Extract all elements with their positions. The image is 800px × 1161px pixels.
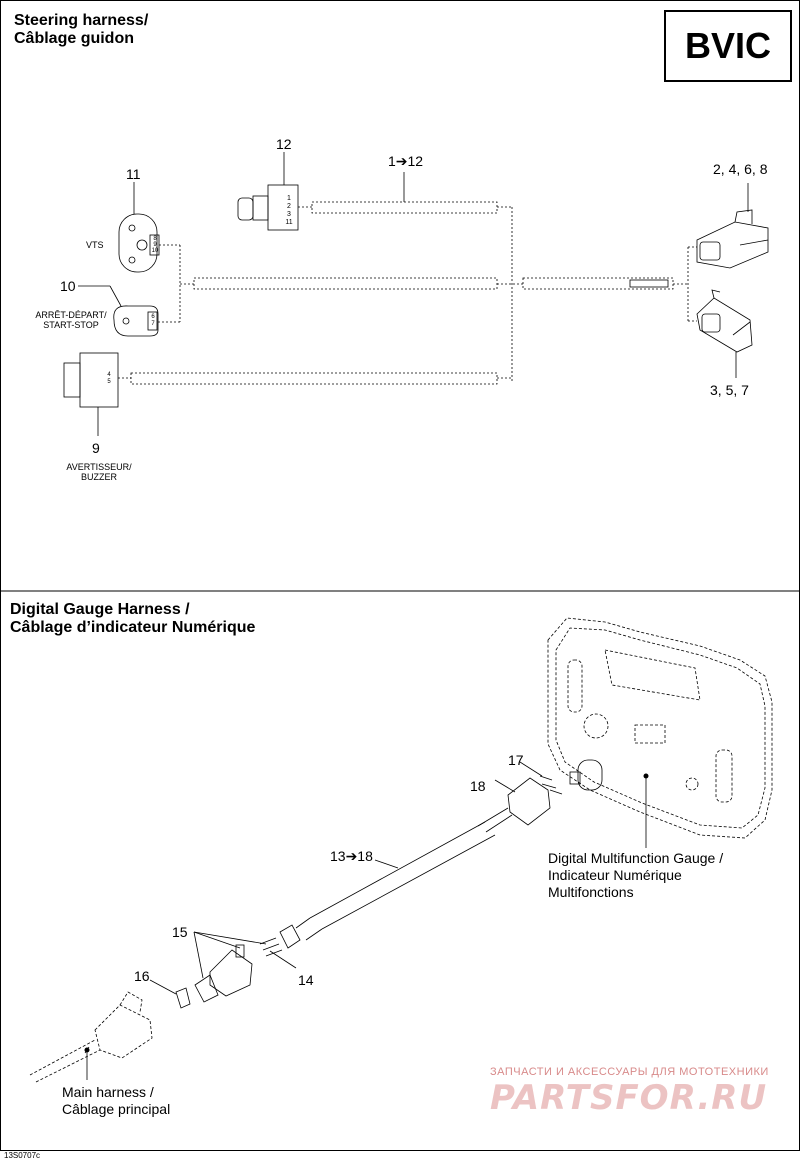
callout-14: 14	[298, 972, 314, 988]
gauge-label-line1: Digital Multifunction Gauge /	[548, 850, 724, 866]
pin-9-b: 5	[107, 379, 111, 385]
steering-title: Steering harness/ Câblage guidon	[14, 12, 148, 48]
connector-15	[193, 931, 267, 1003]
digital-title-line2: Câblage d’indicateur Numérique	[10, 619, 256, 636]
pins-12: 1 2 3 11	[284, 195, 294, 227]
start-stop-label-line2: START-STOP	[43, 320, 99, 330]
steering-title-line2: Câblage guidon	[14, 30, 134, 47]
pins-10: 6 7	[148, 314, 158, 328]
callout-12: 12	[276, 136, 292, 152]
connector-18	[494, 777, 551, 826]
buzzer-label-line1: AVERTISSEUR/	[66, 462, 132, 472]
watermark-tagline: ЗАПЧАСТИ И АКСЕССУАРЫ ДЛЯ МОТОТЕХНИКИ	[490, 1066, 769, 1078]
pins-9: 4 5	[104, 372, 114, 386]
start-stop-label: ARRÊT-DÉPART/ START-STOP	[26, 310, 116, 330]
callout-10: 10	[60, 278, 76, 294]
watermark-logo: PARTSFOR.RU	[490, 1078, 768, 1118]
pin-11-b: 9	[153, 242, 157, 248]
steering-harness-drawing	[63, 152, 769, 436]
start-stop-switch	[78, 285, 159, 337]
main-harness-label: Main harness / Câblage principal	[62, 1084, 170, 1118]
vts-label: VTS	[86, 240, 104, 250]
main-harness-line2: Câblage principal	[62, 1101, 171, 1117]
model-badge: BVIC	[664, 10, 792, 82]
pin-9-a: 4	[107, 372, 111, 378]
digital-title: Digital Gauge Harness / Câblage d’indica…	[10, 601, 255, 637]
main-harness-line1: Main harness /	[62, 1084, 154, 1100]
callout-11: 11	[126, 166, 141, 182]
pin-11-a: 8	[153, 236, 157, 242]
callout-16: 16	[134, 968, 150, 984]
callout-13-18: 13➔18	[330, 848, 373, 864]
digital-title-line1: Digital Gauge Harness /	[10, 601, 190, 618]
gauge-connector-17	[519, 759, 603, 795]
buzzer-label: AVERTISSEUR/ BUZZER	[54, 462, 144, 482]
gauge-label: Digital Multifunction Gauge / Indicateur…	[548, 850, 723, 901]
callout-15: 15	[172, 924, 188, 940]
steering-title-line1: Steering harness/	[14, 12, 149, 29]
callout-3-5-7: 3, 5, 7	[710, 382, 749, 398]
gauge-label-line3: Multifonctions	[548, 884, 634, 900]
harness-leader-dot	[84, 1047, 90, 1053]
reference-code: 13S0707c	[4, 1151, 41, 1160]
callout-18: 18	[470, 778, 486, 794]
connector-3-5-7	[696, 289, 753, 378]
buzzer	[63, 352, 119, 436]
start-stop-label-line1: ARRÊT-DÉPART/	[35, 310, 107, 320]
gauge-label-line2: Indicateur Numérique	[548, 867, 682, 883]
callout-9: 9	[92, 440, 100, 456]
pins-11: 8 9 10	[150, 236, 160, 254]
callout-1-12: 1➔12	[388, 153, 424, 169]
main-harness-connector	[29, 991, 153, 1083]
digital-gauge	[547, 617, 773, 839]
pin-11-c: 10	[151, 248, 159, 254]
pin-12-c: 3	[287, 211, 291, 218]
connector-14	[259, 924, 301, 969]
pin-12-b: 2	[287, 203, 291, 210]
pin-12-d: 11	[285, 219, 293, 226]
pin-10-b: 7	[151, 321, 155, 327]
gauge-leader-dot	[643, 773, 649, 779]
pin-10-a: 6	[151, 314, 155, 320]
pin-12-a: 1	[287, 195, 291, 202]
buzzer-label-line2: BUZZER	[81, 472, 117, 482]
callout-17: 17	[508, 752, 524, 768]
connector-2-4-6-8	[696, 183, 769, 269]
seal-16	[149, 979, 191, 1009]
callout-2-4-6-8: 2, 4, 6, 8	[713, 161, 768, 177]
connector-12	[237, 152, 312, 231]
harness-13-18	[295, 807, 513, 941]
digital-harness-drawing	[29, 617, 773, 1083]
vts-switch	[118, 182, 160, 273]
